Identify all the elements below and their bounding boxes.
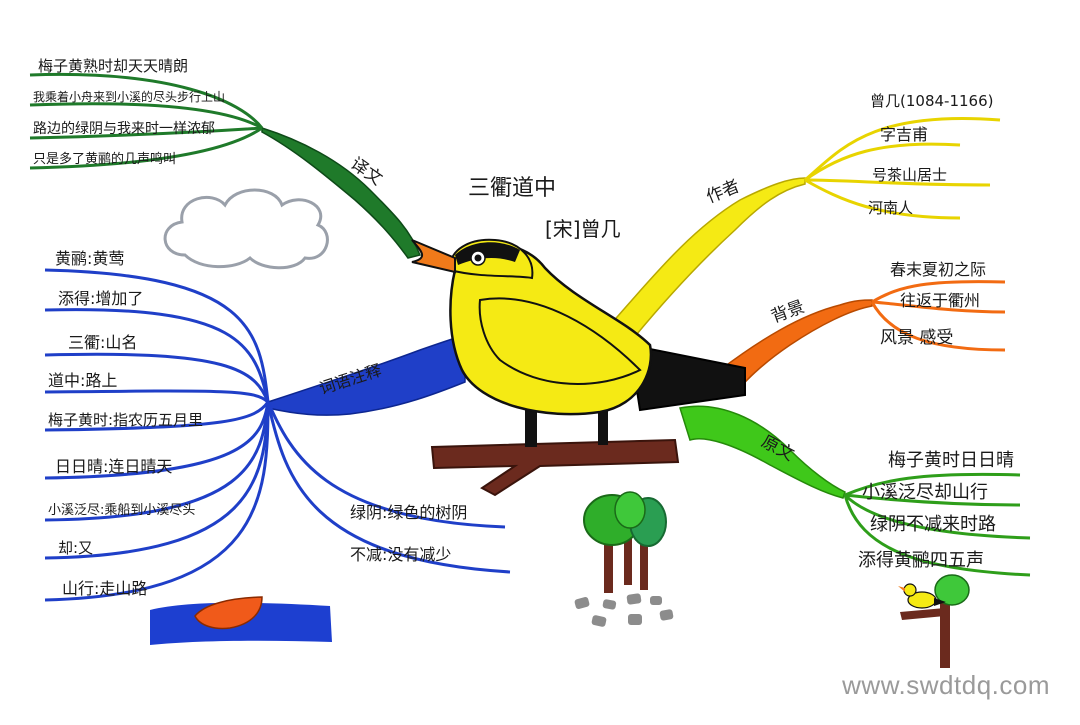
original-twig-2 [844, 493, 1021, 507]
poem-author-line: [宋]曾几 [545, 217, 621, 241]
stone [628, 614, 642, 625]
small-bird-tail [934, 598, 946, 606]
song-twig-3 [29, 126, 263, 140]
tree-trunk-1 [604, 535, 613, 593]
river-boat-illustration [150, 596, 332, 645]
bird-eye-pupil [474, 254, 482, 262]
author-item-3: 号茶山居士 [872, 166, 947, 184]
stone [650, 596, 662, 605]
perch-branch [430, 438, 680, 497]
song-item-2: 我乘着小舟来到小溪的尽头步行上山 [33, 89, 225, 104]
oriole-bird-illustration [411, 238, 746, 497]
song-main-branch [261, 126, 422, 259]
song-item-1: 梅子黄熟时却天天晴朗 [38, 57, 188, 75]
watermark: www.swdtdq.com [842, 670, 1050, 700]
glossary-twig-5 [44, 401, 270, 432]
small-tree-crown [934, 574, 970, 606]
cloud-icon [163, 188, 329, 270]
glossary-item-8: 却:又 [58, 539, 93, 557]
glossary-item-7: 小溪泛尽:乘船到小溪尽头 [48, 503, 195, 518]
glossary-twig-3 [44, 352, 270, 403]
background-item-1: 春末夏初之际 [890, 260, 986, 279]
background-twig-1 [871, 280, 1006, 304]
bird-leg-right [598, 405, 608, 445]
bird-beak [411, 239, 456, 274]
original-main-branch [679, 405, 846, 499]
background-item-2: 往返于衢州 [900, 291, 980, 310]
small-tree-trunk [940, 598, 950, 668]
stones-illustration [574, 593, 674, 627]
song-item-3: 路边的绿阴与我来时一样浓郁 [33, 121, 215, 137]
stone [574, 597, 590, 609]
stone [602, 599, 617, 610]
author-item-1: 曾几(1084-1166) [870, 92, 993, 110]
glossary-item-2: 添得:增加了 [58, 289, 143, 308]
glossary-extra-2: 不减:没有减少 [350, 545, 451, 564]
glossary-twig-4 [44, 389, 270, 404]
small-bird-head [903, 583, 917, 597]
branch-song: 梅子黄熟时却天天晴朗 我乘着小舟来到小溪的尽头步行上山 路边的绿阴与我来时一样浓… [29, 57, 422, 259]
glossary-item-3: 三衢:山名 [68, 333, 137, 352]
author-twig-1 [804, 116, 1001, 182]
stone [626, 593, 642, 605]
branch-original: 梅子黄时日日晴 小溪泛尽却山行 绿阴不减来时路 添得黄鹂四五声 原文 [679, 405, 1031, 577]
glossary-extra-1: 绿阴:绿色的树阴 [350, 503, 467, 522]
tree-trunk-3 [640, 538, 648, 590]
background-item-3: 风景 感受 [880, 328, 953, 348]
background-twig-2 [871, 300, 1006, 314]
glossary-twig-1 [44, 268, 270, 403]
original-item-4: 添得黄鹂四五声 [858, 550, 984, 571]
original-twig-4 [843, 494, 1031, 577]
original-item-3: 绿阴不减来时路 [870, 514, 996, 535]
glossary-twig-11 [266, 401, 511, 574]
original-twig-1 [844, 472, 1021, 497]
boat [194, 596, 263, 630]
small-tree-branch [900, 608, 945, 620]
author-twig-2 [804, 142, 961, 182]
author-twig-3 [804, 178, 991, 187]
tree-crown-3 [614, 491, 646, 529]
glossary-twig-8 [44, 401, 270, 560]
glossary-twig-7 [44, 401, 270, 522]
author-twig-4 [804, 178, 961, 220]
glossary-item-9: 山行:走山路 [62, 579, 147, 598]
glossary-twig-2 [44, 308, 270, 403]
glossary-item-5: 梅子黄时:指农历五月里 [48, 411, 203, 429]
author-main-branch [608, 177, 806, 342]
stone [659, 609, 674, 621]
glossary-item-1: 黄鹂:黄莺 [55, 249, 124, 268]
trees-illustration [583, 491, 667, 593]
bird-wing [478, 297, 642, 385]
author-item-4: 河南人 [868, 199, 913, 217]
original-item-1: 梅子黄时日日晴 [888, 450, 1014, 471]
glossary-item-4: 道中:路上 [48, 371, 117, 390]
small-tree-bird-illustration [898, 574, 970, 668]
poem-title: 三衢道中 [468, 176, 556, 201]
background-twig-3 [870, 301, 1006, 352]
original-item-2: 小溪泛尽却山行 [862, 482, 988, 503]
glossary-main-branch [267, 333, 466, 416]
stone [591, 615, 607, 627]
song-twig-4 [29, 126, 263, 170]
author-item-2: 字吉甫 [880, 125, 928, 144]
song-item-4: 只是多了黄鹂的几声鸣叫 [33, 151, 176, 167]
branch-glossary: 黄鹂:黄莺 添得:增加了 三衢:山名 道中:路上 梅子黄时:指农历五月里 日日晴… [44, 249, 511, 602]
bird-leg-left [525, 405, 537, 447]
branch-author: 曾几(1084-1166) 字吉甫 号茶山居士 河南人 作者 [608, 92, 1001, 342]
tree-trunk-2 [624, 530, 632, 585]
original-twig-3 [843, 493, 1031, 540]
branch-background: 春末夏初之际 往返于衢州 风景 感受 背景 [718, 260, 1006, 390]
small-bird-beak [898, 586, 905, 592]
song-twig-1 [29, 72, 264, 129]
glossary-twig-9 [44, 401, 270, 602]
glossary-item-6: 日日晴:连日晴天 [55, 457, 172, 476]
song-twig-2 [29, 102, 263, 130]
glossary-twig-10 [266, 401, 506, 529]
